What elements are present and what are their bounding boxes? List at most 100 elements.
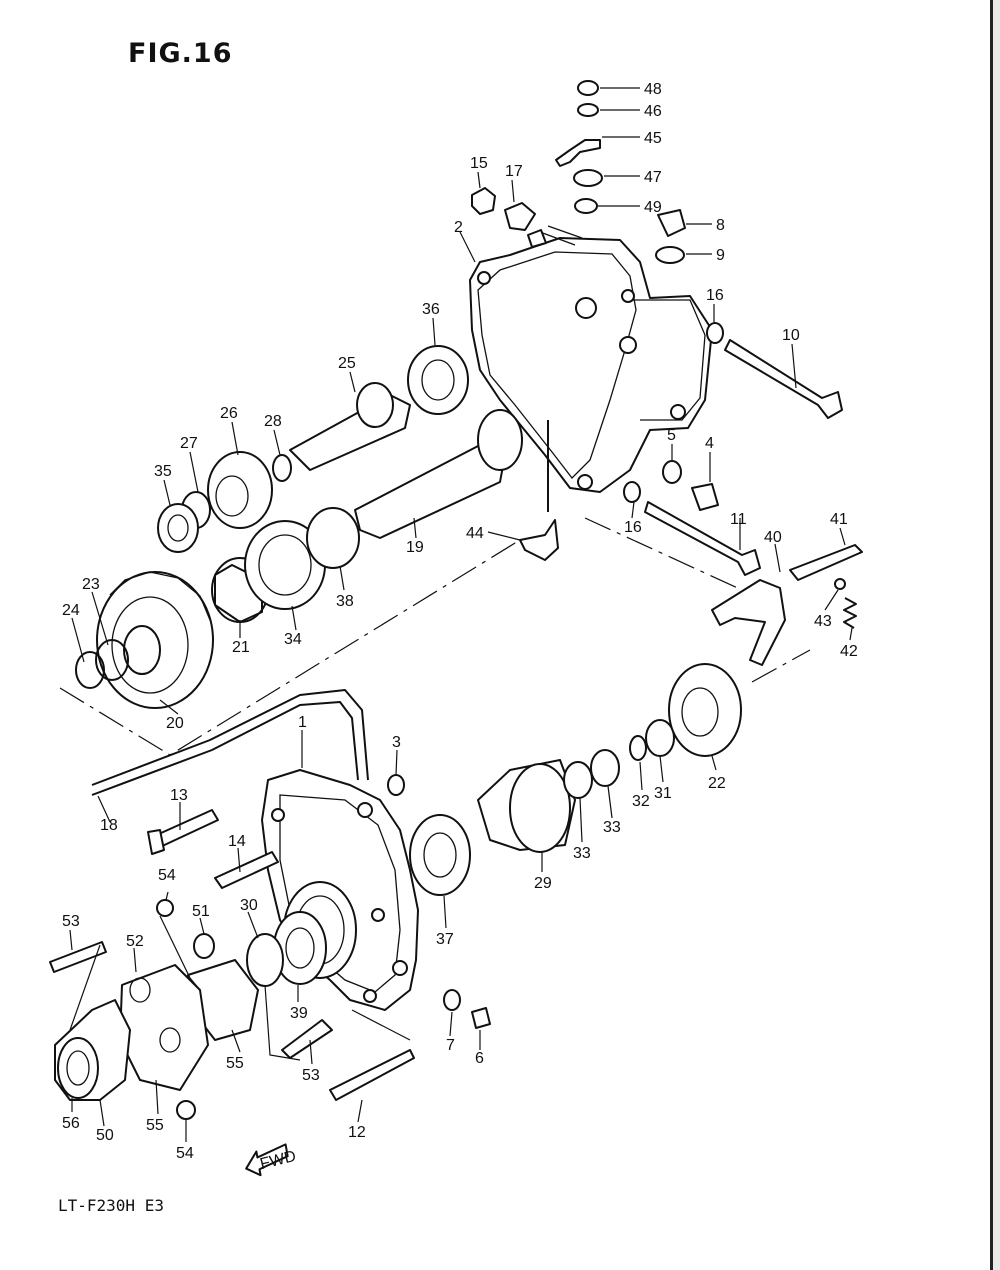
callout-29: 29	[534, 875, 552, 892]
callout-47: 47	[644, 169, 662, 186]
callout-5: 5	[667, 427, 676, 444]
washer-16-lower	[623, 481, 641, 503]
bolt-53-upper	[49, 941, 107, 973]
flange-50	[54, 999, 131, 1101]
washer-23	[95, 639, 129, 681]
gasket-9	[655, 246, 685, 264]
callout-42: 42	[840, 643, 858, 660]
washer-5	[662, 460, 682, 484]
callout-27: 27	[180, 435, 198, 452]
ball-43	[834, 578, 846, 590]
bushing-17	[504, 202, 536, 231]
callout-33-right: 33	[603, 819, 621, 836]
callout-37: 37	[436, 931, 454, 948]
callout-13: 13	[170, 787, 188, 804]
callout-9: 9	[716, 247, 725, 264]
callout-35: 35	[154, 463, 172, 480]
plug-8	[657, 209, 686, 237]
bolt-6	[471, 1007, 491, 1029]
washer-47	[573, 169, 603, 187]
callout-33-left: 33	[573, 845, 591, 862]
gear-29	[477, 759, 576, 853]
o-ring-51	[193, 933, 215, 959]
callout-10: 10	[782, 327, 800, 344]
callout-16-upper: 16	[706, 287, 724, 304]
callout-16-lower: 16	[624, 519, 642, 536]
callout-26: 26	[220, 405, 238, 422]
washer-7	[443, 989, 461, 1011]
callout-55-right: 55	[226, 1055, 244, 1072]
callout-12: 12	[348, 1124, 366, 1141]
callout-38: 38	[336, 593, 354, 610]
callout-56: 56	[62, 1115, 80, 1132]
bolt-14	[214, 851, 279, 889]
callout-11: 11	[730, 511, 747, 528]
callout-20: 20	[166, 715, 184, 732]
callout-7: 7	[446, 1037, 455, 1054]
shift-fork-40	[711, 579, 786, 666]
nut-48	[577, 80, 599, 96]
leader-lines	[69, 87, 853, 1142]
callout-6: 6	[475, 1050, 484, 1067]
assembly-guide-line-2	[584, 517, 743, 591]
callout-53-left: 53	[62, 913, 80, 930]
callout-55-left: 55	[146, 1117, 164, 1134]
circlip-28	[272, 454, 292, 482]
needle-bearing-33	[563, 761, 593, 799]
circlip-32	[629, 735, 647, 761]
oil-seal-38	[306, 507, 360, 569]
callout-23: 23	[82, 576, 100, 593]
bolt-11	[644, 501, 761, 576]
figure-title: FIG.16	[128, 38, 233, 69]
callout-54-lower: 54	[176, 1145, 194, 1162]
gear-20	[96, 571, 214, 709]
nut-54-upper	[156, 899, 174, 917]
bolt-13-head	[147, 829, 165, 855]
circlip-24	[75, 651, 105, 689]
fwd-label: FWD	[258, 1148, 297, 1173]
callout-30: 30	[240, 897, 258, 914]
clutch-dog-22	[668, 663, 742, 757]
drive-shaft-19	[354, 409, 523, 539]
bearing-37	[409, 814, 471, 896]
washer-16-upper	[706, 322, 724, 344]
spring-42	[843, 597, 857, 629]
callout-32: 32	[632, 793, 650, 810]
rear-housing-upper	[469, 225, 713, 493]
bolt-4	[691, 483, 719, 511]
collar-30	[246, 933, 284, 987]
washer-46	[577, 103, 599, 117]
callout-21: 21	[232, 639, 250, 656]
callout-17: 17	[505, 163, 523, 180]
breather-hose-inner	[91, 701, 359, 796]
model-code: LT-F230H E3	[58, 1196, 164, 1215]
nut-54-lower	[176, 1100, 196, 1120]
callout-15: 15	[470, 155, 488, 172]
gear-26	[207, 451, 273, 529]
callout-43: 43	[814, 613, 832, 630]
pinion-shaft-25	[289, 382, 411, 471]
dowel-3	[387, 774, 405, 796]
bracket-45	[555, 139, 601, 167]
needle-bearing-33b	[590, 749, 620, 787]
callout-8: 8	[716, 217, 725, 234]
seal-49	[574, 198, 598, 214]
callout-41: 41	[830, 511, 848, 528]
callout-50: 50	[96, 1127, 114, 1144]
callout-22: 22	[708, 775, 726, 792]
callout-34: 34	[284, 631, 302, 648]
callout-46: 46	[644, 103, 662, 120]
callout-44: 44	[466, 525, 484, 542]
bolt-10	[724, 339, 843, 419]
bearing-35	[157, 503, 199, 553]
callout-1: 1	[298, 714, 307, 731]
callout-4: 4	[705, 435, 714, 452]
callout-31: 31	[654, 785, 672, 802]
callout-52: 52	[126, 933, 144, 950]
callout-labels: 1 2 3 4 5 6 7 8 9 10 11 12 13 14 15 16 1…	[62, 81, 858, 1162]
callout-39: 39	[290, 1005, 308, 1022]
callout-49: 49	[644, 199, 662, 216]
washer-31	[645, 719, 675, 757]
